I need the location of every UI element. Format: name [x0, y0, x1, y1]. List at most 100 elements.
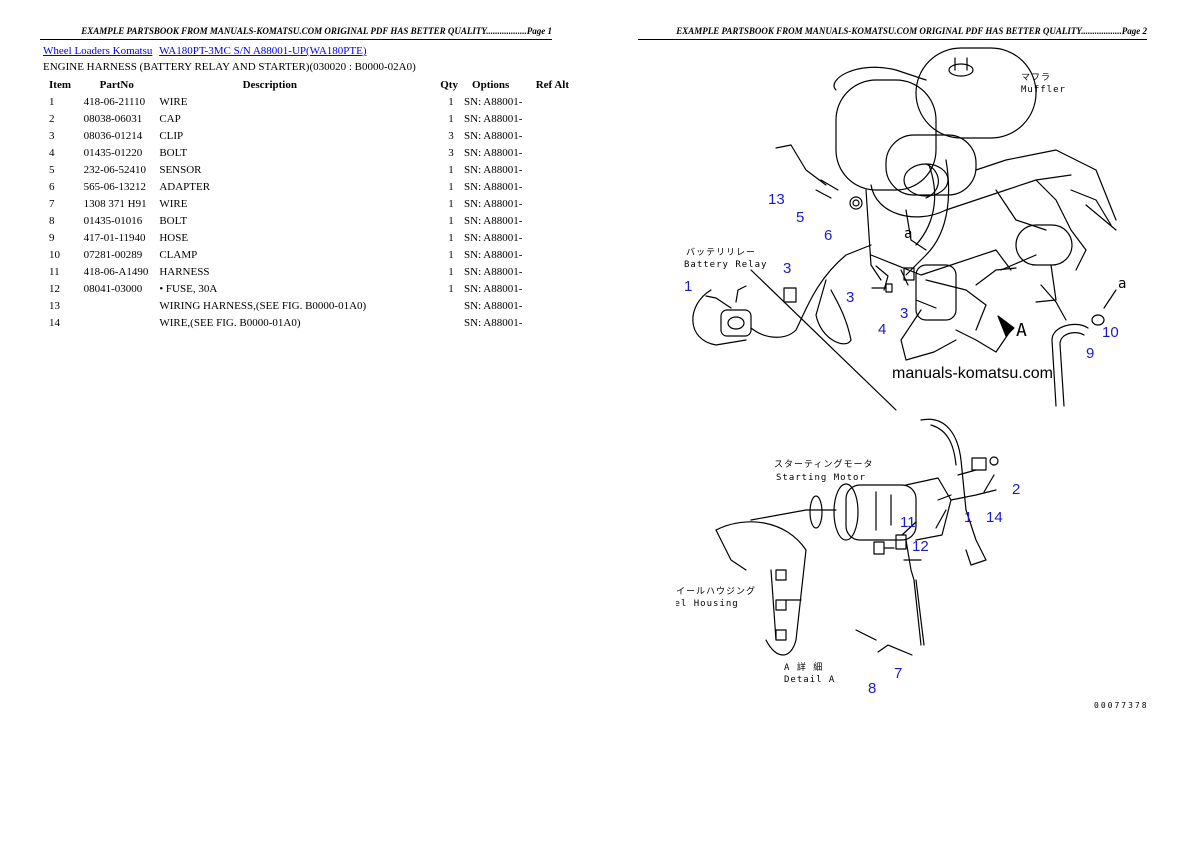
- cell-options: SN: A88001-: [464, 146, 523, 159]
- column-header-partno: PartNo: [99, 79, 134, 91]
- callout-number: 9: [1086, 345, 1094, 362]
- cell-description: CAP: [159, 112, 181, 125]
- callout-number: 5: [796, 209, 804, 226]
- callout-number: 2: [1012, 481, 1020, 498]
- callout-number: 3: [846, 289, 854, 306]
- cell-refalt: [534, 297, 595, 314]
- cell-options: SN: A88001-: [464, 112, 523, 125]
- callout-number: 6: [824, 227, 832, 244]
- cell-refalt: [534, 144, 595, 161]
- cell-qty: 1: [448, 197, 454, 210]
- callout-number: 12: [912, 538, 929, 555]
- cell-description: BOLT: [159, 146, 188, 159]
- cell-partno: 08038-06031: [83, 112, 143, 125]
- cell-item: 8: [49, 214, 55, 227]
- parts-table: Item PartNo Description Qty Options Ref …: [43, 77, 595, 331]
- breadcrumb: Wheel Loaders Komatsu WA180PT-3MC S/N A8…: [43, 45, 367, 57]
- page-header: EXAMPLE PARTSBOOK FROM MANUALS-KOMATSU.C…: [638, 26, 1147, 40]
- cell-partno: 01435-01220: [83, 146, 143, 159]
- page-2: EXAMPLE PARTSBOOK FROM MANUALS-KOMATSU.C…: [595, 0, 1190, 842]
- cell-options: SN: A88001-: [464, 316, 523, 329]
- letter-a: a: [1118, 276, 1126, 292]
- cell-options: SN: A88001-: [464, 282, 523, 295]
- cell-options: SN: A88001-: [464, 231, 523, 244]
- cell-refalt: [534, 178, 595, 195]
- cell-item: 5: [49, 163, 55, 176]
- cell-options: SN: A88001-: [464, 299, 523, 312]
- hose-illustration: [1051, 289, 1117, 407]
- cell-description: • FUSE, 30A: [159, 282, 218, 295]
- table-row: 13 WIRING HARNESS,(SEE FIG. B0000-01A0) SN…: [43, 297, 595, 314]
- cell-description: ADAPTER: [159, 180, 211, 193]
- cell-partno: 1308 371 H91: [83, 197, 147, 210]
- callout-number: 11: [900, 514, 916, 531]
- cell-refalt: [534, 212, 595, 229]
- cell-item: 13: [49, 299, 60, 312]
- cell-qty: [440, 314, 464, 331]
- cell-item: 4: [49, 146, 55, 159]
- cell-qty: 1: [448, 95, 454, 108]
- cell-refalt: [534, 263, 595, 280]
- cell-refalt: [534, 127, 595, 144]
- cell-qty: 1: [448, 163, 454, 176]
- cell-options: SN: A88001-: [464, 214, 523, 227]
- page-title: ENGINE HARNESS (BATTERY RELAY AND STARTE…: [43, 61, 416, 73]
- table-row: 4 01435-01220 BOLT 3 SN: A88001-: [43, 144, 595, 161]
- cell-refalt: [534, 161, 595, 178]
- cell-partno: 418-06-A1490: [83, 265, 149, 278]
- cell-description: CLAMP: [159, 248, 198, 261]
- label-starting-motor: Starting Motor: [776, 473, 866, 483]
- watermark: manuals-komatsu.com: [892, 365, 1053, 382]
- cell-item: 9: [49, 231, 55, 244]
- battery-relay-illustration: [692, 244, 1067, 411]
- callout-number: 1: [964, 509, 972, 526]
- cell-item: 12: [49, 282, 60, 295]
- callout-number: 10: [1102, 324, 1119, 341]
- cell-description: BOLT: [159, 214, 188, 227]
- cell-refalt: [534, 280, 595, 297]
- cell-item: 14: [49, 316, 60, 329]
- cell-partno: 232-06-52410: [83, 163, 146, 176]
- cell-qty: 1: [448, 282, 454, 295]
- cell-description: SENSOR: [159, 163, 202, 176]
- cell-qty: 1: [448, 180, 454, 193]
- callout-number: 7: [894, 665, 902, 682]
- label-detail-jp: A 詳 細: [784, 661, 823, 673]
- label-flywheel: Flywheel Housing: [676, 599, 739, 609]
- page-1: EXAMPLE PARTSBOOK FROM MANUALS-KOMATSU.C…: [40, 26, 595, 331]
- cell-partno: 07281-00289: [83, 248, 143, 261]
- cell-description: WIRE: [159, 95, 188, 108]
- cell-description: WIRE,(SEE FIG. B0000-01A0): [159, 316, 301, 329]
- cell-description: WIRING HARNESS,(SEE FIG. B0000-01A0): [159, 299, 367, 312]
- label-battery-relay-jp: バッテリリレー: [686, 247, 756, 258]
- label-flywheel-jp: フライホイールハウジング: [676, 585, 756, 597]
- cell-item: 2: [49, 112, 55, 125]
- label-muffler-jp: マフラ: [1021, 72, 1051, 83]
- label-detail: Detail A: [784, 675, 835, 685]
- sensor-illustration: [775, 144, 915, 303]
- cell-partno: 418-06-21110: [83, 95, 146, 108]
- column-header-refalt: Ref Alt: [535, 79, 569, 91]
- cell-refalt: [534, 229, 595, 246]
- cell-refalt: [534, 110, 595, 127]
- cell-options: SN: A88001-: [464, 95, 523, 108]
- muffler-illustration: [833, 47, 1117, 303]
- column-header-description: Description: [242, 79, 297, 91]
- cell-qty: 3: [448, 146, 454, 159]
- cell-item: 7: [49, 197, 55, 210]
- breadcrumb-link-model[interactable]: WA180PT-3MC S/N A88001-UP(WA180PTE): [159, 45, 367, 57]
- breadcrumb-link-wheel-loaders[interactable]: Wheel Loaders Komatsu: [43, 45, 153, 57]
- callout-number: 8: [868, 680, 876, 697]
- callout-number: 13: [768, 191, 785, 208]
- cell-description: WIRE: [159, 197, 188, 210]
- cell-options: SN: A88001-: [464, 248, 523, 261]
- table-row: 14 WIRE,(SEE FIG. B0000-01A0) SN: A88001-: [43, 314, 595, 331]
- cell-partno: [84, 314, 160, 331]
- table-header-row: Item PartNo Description Qty Options Ref …: [43, 77, 595, 93]
- letter-a: a: [904, 226, 912, 242]
